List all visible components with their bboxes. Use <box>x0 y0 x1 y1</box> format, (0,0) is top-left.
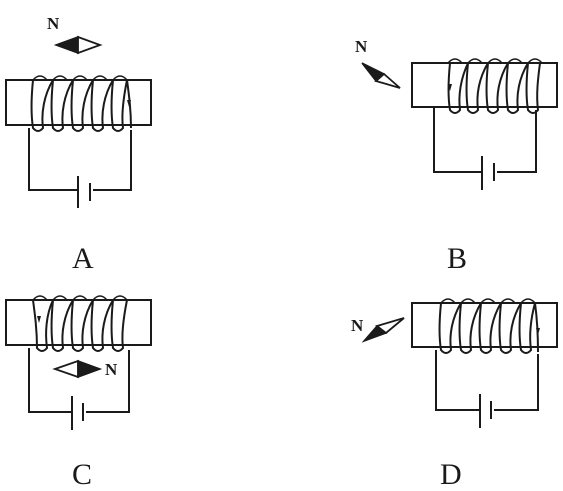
iron-core <box>5 299 152 346</box>
needle-south-half <box>374 72 401 89</box>
electromagnet-d <box>411 298 558 354</box>
circuit-b <box>433 107 537 190</box>
iron-core <box>5 79 152 126</box>
needle-south-half <box>375 317 405 335</box>
electromagnet-c <box>5 295 152 352</box>
panel-label: B <box>447 242 467 275</box>
circuit-c <box>28 348 130 430</box>
current-arrow <box>37 316 41 323</box>
needle-label: N <box>105 360 118 379</box>
compass-needle-a: N <box>47 14 103 55</box>
needle-label: N <box>351 316 364 335</box>
compass-needle-c: N <box>52 359 118 379</box>
circuit-d <box>435 350 539 428</box>
needle-south-half <box>52 359 79 379</box>
current-arrow <box>536 328 540 335</box>
needle-north-half <box>77 359 103 379</box>
electromagnet-a <box>5 75 152 132</box>
current-arrow <box>127 100 131 107</box>
panel-c: N C <box>5 295 152 491</box>
needle-north-half <box>53 35 79 55</box>
electromagnet-b <box>411 58 558 114</box>
needle-label: N <box>355 37 368 56</box>
panel-b: N B <box>355 37 558 275</box>
panel-d: N D <box>351 298 558 491</box>
current-arrow <box>448 84 452 91</box>
panel-a: N A <box>5 14 152 275</box>
compass-needle-b: N <box>355 37 401 89</box>
panel-label: A <box>72 242 94 275</box>
compass-needle-d: N <box>351 316 405 343</box>
needle-south-half <box>77 35 103 55</box>
circuit-a <box>28 128 132 208</box>
panel-label: C <box>72 458 92 491</box>
needle-label: N <box>47 14 60 33</box>
panel-label: D <box>440 458 462 491</box>
